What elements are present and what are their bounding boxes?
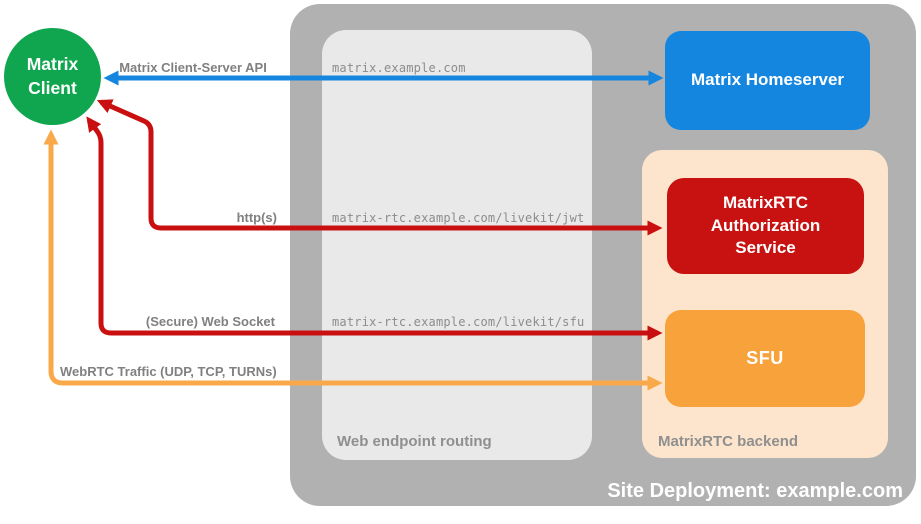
- matrixrtc-authorization-service-node: MatrixRTC Authorization Service: [667, 178, 864, 274]
- sfu-node: SFU: [665, 310, 865, 407]
- label-websocket: (Secure) Web Socket: [145, 314, 275, 329]
- endpoint-livekit-jwt: matrix-rtc.example.com/livekit/jwt: [332, 211, 585, 225]
- endpoint-livekit-sfu: matrix-rtc.example.com/livekit/sfu: [332, 315, 585, 329]
- web-endpoint-routing-panel: [322, 30, 592, 460]
- web-endpoint-routing-label: Web endpoint routing: [337, 433, 492, 450]
- site-deployment-title: Site Deployment: example.com: [607, 480, 903, 502]
- matrix-client-node: Matrix Client: [4, 28, 101, 125]
- matrix-homeserver-node: Matrix Homeserver: [665, 31, 870, 130]
- label-client-server-api: Matrix Client-Server API: [119, 60, 267, 75]
- label-webrtc-traffic: WebRTC Traffic (UDP, TCP, TURNs): [60, 364, 277, 379]
- endpoint-matrix-example-com: matrix.example.com: [332, 61, 466, 75]
- label-https: http(s): [236, 210, 277, 225]
- matrixrtc-backend-label: MatrixRTC backend: [658, 433, 799, 450]
